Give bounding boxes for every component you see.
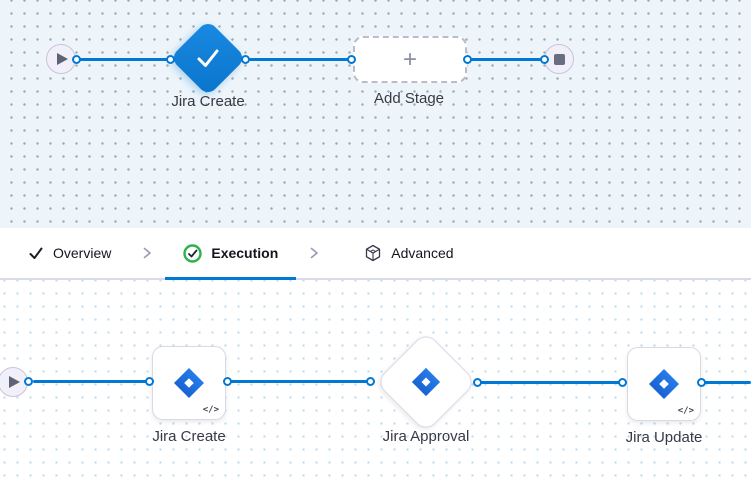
tab-label: Execution [211, 245, 279, 261]
connection-point[interactable] [697, 378, 706, 387]
connector-line [230, 380, 369, 383]
execution-canvas[interactable]: </> Jira Create Jira Approval </> Jira U… [0, 280, 751, 478]
connector-line [480, 381, 620, 384]
connector-line [79, 58, 168, 61]
plus-icon: + [402, 45, 417, 73]
tab-label: Overview [53, 245, 112, 261]
connector-line [249, 58, 349, 61]
add-stage-button[interactable]: + [353, 36, 467, 83]
tab-overview[interactable]: Overview [10, 228, 129, 278]
connection-point[interactable] [223, 377, 232, 386]
tab-bar: Overview Execution Advanced [0, 228, 751, 280]
hexagon-icon [366, 244, 381, 262]
add-stage-label: Add Stage [373, 90, 445, 107]
connection-point[interactable] [347, 55, 356, 64]
check-circle-icon [183, 243, 203, 263]
step-label: Jira Approval [382, 428, 470, 445]
code-badge: </> [677, 406, 694, 416]
check-icon [197, 49, 219, 67]
connector-line [33, 380, 148, 383]
connection-point[interactable] [473, 378, 482, 387]
connection-point[interactable] [145, 377, 154, 386]
tab-advanced[interactable]: Advanced [346, 228, 471, 278]
start-node [46, 44, 76, 74]
chevron-right-icon [296, 228, 332, 278]
connection-point[interactable] [241, 55, 250, 64]
connection-point[interactable] [366, 377, 375, 386]
connection-point[interactable] [618, 378, 627, 387]
connection-point[interactable] [24, 377, 33, 386]
play-icon [9, 376, 20, 388]
connector-line [704, 381, 751, 384]
tab-execution[interactable]: Execution [165, 228, 297, 280]
stage-label: Jira Create [171, 93, 245, 110]
connector-line [470, 58, 542, 61]
code-badge: </> [202, 405, 219, 415]
tab-label: Advanced [391, 245, 454, 261]
connection-point[interactable] [463, 55, 472, 64]
stage-node-jira-create[interactable] [169, 19, 247, 97]
step-label: Jira Create [152, 428, 226, 445]
jira-icon [411, 367, 441, 397]
step-node-jira-approval[interactable] [375, 331, 477, 433]
step-node-jira-create[interactable]: </> [152, 346, 226, 420]
connection-point[interactable] [72, 55, 81, 64]
chevron-right-icon [129, 228, 165, 278]
step-node-jira-update[interactable]: </> [627, 347, 701, 421]
check-icon [29, 247, 43, 259]
play-icon [57, 53, 68, 65]
end-node [544, 44, 574, 74]
jira-icon [649, 369, 679, 399]
connection-point[interactable] [166, 55, 175, 64]
stage-canvas[interactable]: Jira Create + Add Stage [0, 0, 751, 228]
stop-icon [553, 53, 565, 65]
connection-point[interactable] [540, 55, 549, 64]
jira-icon [174, 368, 204, 398]
step-label: Jira Update [625, 429, 703, 446]
